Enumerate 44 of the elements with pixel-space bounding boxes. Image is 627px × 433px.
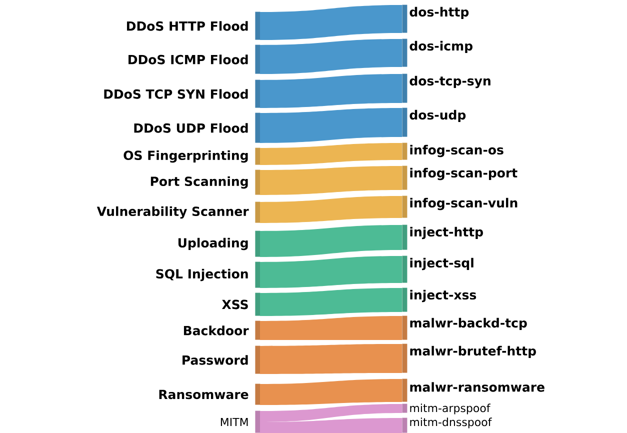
node-label: inject-xss	[410, 290, 476, 302]
node-label: DDoS ICMP Flood	[128, 54, 248, 64]
node-label: dos-tcp-syn	[410, 76, 490, 88]
node-label: Uploading	[178, 238, 248, 250]
node-label: inject-sql	[410, 258, 474, 270]
flow-band	[260, 108, 402, 143]
node-label: Vulnerability Scanner	[96, 206, 249, 219]
node-label: dos-http	[410, 6, 469, 20]
node-label: DDoS UDP Flood	[134, 123, 248, 133]
flow-band	[260, 316, 402, 340]
node-label: dos-udp	[410, 110, 466, 122]
flow-band	[260, 288, 402, 316]
node-label: malwr-backd-tcp	[410, 318, 527, 330]
node-label: DDoS TCP SYN Flood	[104, 89, 248, 99]
flow-band	[260, 344, 402, 374]
flow-band	[260, 5, 402, 40]
node-label: Ransomware	[159, 390, 248, 400]
node-label: Port Scanning	[150, 176, 248, 189]
flow-band	[260, 39, 402, 74]
node-label: infog-scan-os	[410, 144, 504, 158]
node-label: dos-icmp	[410, 40, 472, 54]
node-label: mitm-arpspoof	[410, 404, 490, 414]
flow-band	[260, 166, 402, 195]
node-label: OS Fingerprinting	[124, 150, 248, 163]
node-label: MITM	[220, 418, 248, 426]
node-label: inject-http	[410, 226, 483, 240]
node-label: malwr-ransomware	[410, 382, 544, 392]
node-label: malwr-brutef-http	[410, 346, 536, 358]
node-label: XSS	[222, 300, 248, 310]
flow-band	[260, 225, 402, 257]
node-label: mitm-dnsspoof	[410, 418, 492, 428]
flow-band	[260, 143, 402, 165]
node-label: infog-scan-vuln	[410, 198, 518, 210]
node-label: Password	[182, 355, 248, 365]
flow-band	[260, 378, 402, 405]
node-label: Backdoor	[184, 326, 249, 336]
node-label: SQL Injection	[156, 268, 248, 282]
node-label: DDoS HTTP Flood	[127, 21, 248, 31]
flow-band	[260, 404, 402, 422]
flow-band	[260, 418, 402, 433]
flow-band	[260, 196, 402, 223]
node-label: infog-scan-port	[410, 168, 518, 180]
flow-band	[260, 256, 402, 288]
flow-band	[260, 74, 402, 108]
